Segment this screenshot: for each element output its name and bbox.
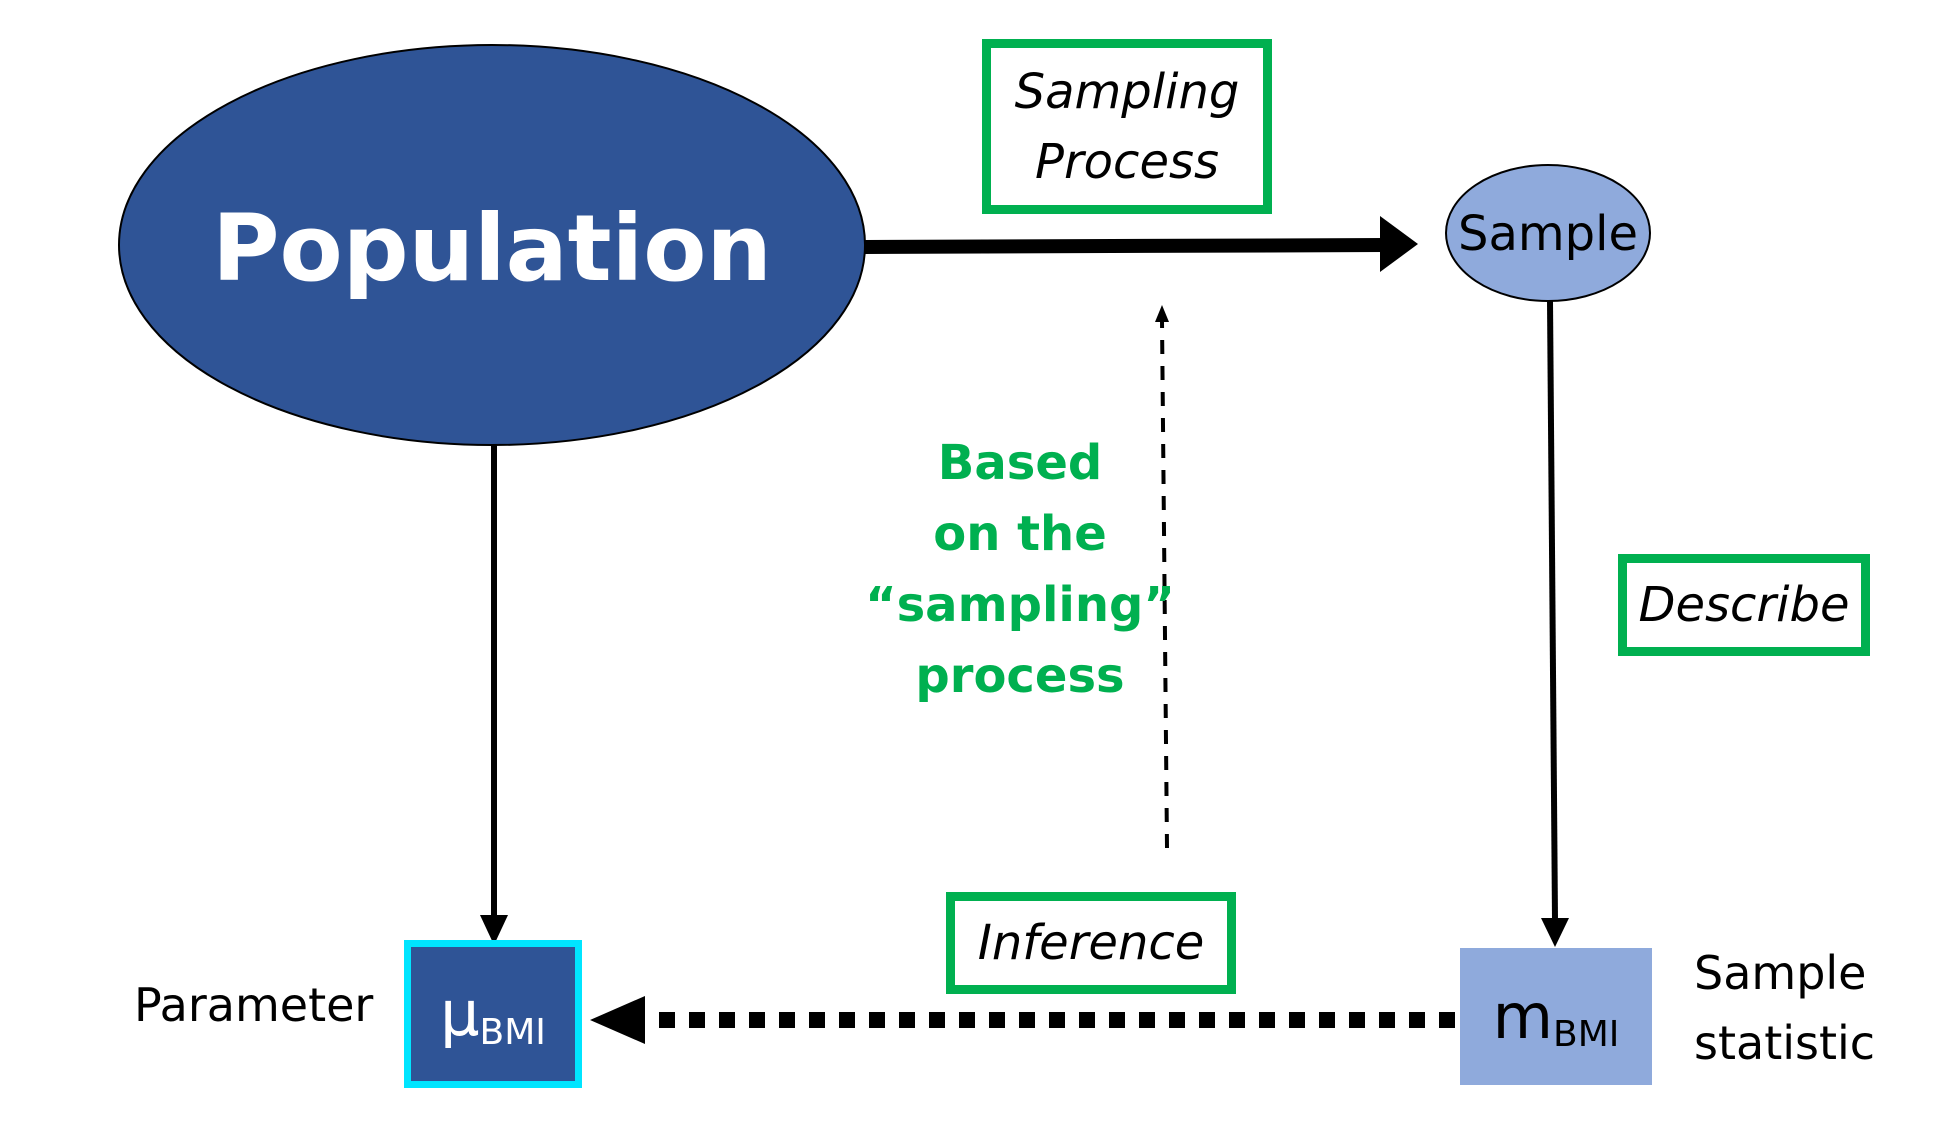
parameter-label: Parameter [134,978,374,1032]
sample-to-statistic-arrowhead [1541,918,1569,947]
parameter-symbol-box[interactable]: μ BMI [404,940,582,1088]
inference-arrowhead [590,996,645,1044]
sampling-based-dashed-arrowhead [1155,305,1169,322]
sampling-arrow [864,238,1386,254]
inference-label: Inference [977,915,1205,971]
inference-label-box: Inference [946,892,1236,994]
sampling-based-note: Based on the “sampling” process [860,428,1180,712]
sample-to-statistic-arrow [1547,300,1558,921]
parameter-symbol-mu: μ [440,977,480,1050]
sampling-process-line2: Process [1035,133,1219,190]
population-label: Population [212,195,772,302]
sample-node[interactable] [1445,164,1651,302]
sampling-based-dashed-arrow [1160,319,1169,849]
sampling-arrowhead [1380,216,1418,272]
sampling-process-line1: Sampling [1014,63,1240,120]
sample-statistic-line2: statistic [1694,1016,1876,1070]
note-line4: process [915,648,1125,704]
sample-label: Sample [1458,206,1638,262]
describe-label-box: Describe [1618,554,1870,656]
statistic-symbol-box[interactable]: m BMI [1460,948,1652,1085]
note-line1: Based [937,435,1103,491]
sample-statistic-label: Sample statistic [1694,938,1875,1078]
note-line2: on the [933,506,1107,562]
note-line3: “sampling” [865,577,1175,633]
describe-label: Describe [1638,577,1850,633]
sample-statistic-line1: Sample [1694,946,1867,1000]
statistic-symbol-subscript: BMI [1553,1014,1620,1055]
population-to-parameter-arrowhead [480,915,508,945]
sampling-process-label-box: Sampling Process [982,39,1272,214]
statistic-symbol-m: m [1492,979,1554,1053]
parameter-symbol-subscript: BMI [479,1011,546,1053]
